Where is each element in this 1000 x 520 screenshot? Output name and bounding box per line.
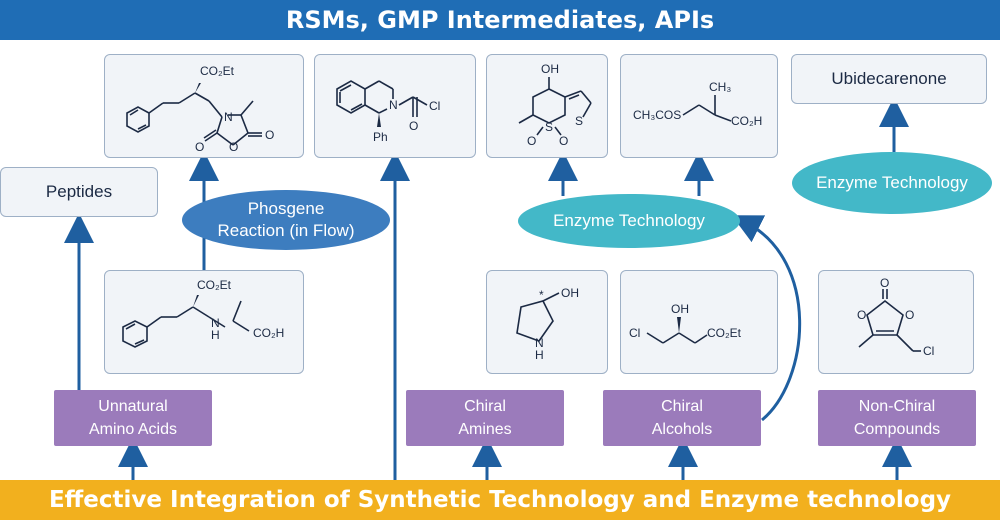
alcohols-line1: Chiral xyxy=(661,398,703,415)
product1-structure-box: CO₂Et N O O O xyxy=(104,54,304,158)
enzyme-technology-ellipse-mid: Enzyme Technology xyxy=(518,194,740,248)
p2-o-label: O xyxy=(409,119,418,133)
p3-s2-label: S xyxy=(575,114,583,128)
p2-n-label: N xyxy=(389,98,398,112)
product4-structure-box: CH₃COS CH₃ CO₂H xyxy=(620,54,778,158)
chlorohydroxybutyrate-structure-box: OH Cl CO₂Et xyxy=(620,270,778,374)
pyr-h-label: H xyxy=(535,348,544,362)
pyr-oh-label: OH xyxy=(561,286,579,300)
p4-co2h-label: CO₂H xyxy=(731,114,762,128)
unnatural-line2: Amino Acids xyxy=(88,421,178,438)
pyr-star-label: * xyxy=(539,288,544,302)
nonchiral-line2: Compounds xyxy=(853,421,941,438)
product3-structure-box: OH S S O O xyxy=(486,54,608,158)
enzyme-technology-ellipse-right: Enzyme Technology xyxy=(792,152,992,214)
top-banner: RSMs, GMP Intermediates, APIs xyxy=(0,0,1000,40)
p2-cl-label: Cl xyxy=(429,99,440,113)
dx-cl-label: Cl xyxy=(923,344,934,358)
phosgene-line1: Phosgene xyxy=(247,199,325,218)
phosgene-line2: Reaction (in Flow) xyxy=(217,221,355,240)
p1-ring-o-label: O xyxy=(229,140,238,154)
p3-oh-label: OH xyxy=(541,62,559,76)
product2-structure-box: N Cl O Ph xyxy=(314,54,476,158)
p4-ch3-label: CH₃ xyxy=(709,80,731,94)
peptides-box: Peptides xyxy=(0,167,158,217)
arrow-alcohols-to-enzyme xyxy=(731,215,802,422)
ubidecarenone-label: Ubidecarenone xyxy=(831,69,947,88)
unnatural-line1: Unnatural xyxy=(98,398,168,415)
p1-carbonyl-o2-label: O xyxy=(265,128,274,142)
enzyme-mid-label: Enzyme Technology xyxy=(553,211,705,230)
dx-o1-label: O xyxy=(857,308,866,322)
alcohols-line2: Alcohols xyxy=(651,421,713,438)
nonchiral-line1: Non-Chiral xyxy=(858,398,936,415)
bottom-banner: Effective Integration of Synthetic Techn… xyxy=(0,480,1000,520)
amines-line2: Amines xyxy=(458,421,512,438)
pyr-n-label: N xyxy=(535,336,544,350)
ubidecarenone-box: Ubidecarenone xyxy=(791,54,987,104)
p2-ph-label: Ph xyxy=(373,130,388,144)
p4-ch3cos-label: CH₃COS xyxy=(633,108,681,122)
alc-oh-label: OH xyxy=(671,302,689,316)
p1-n-label: N xyxy=(224,110,233,124)
dioxolone-structure-box: O O O Cl xyxy=(818,270,974,374)
dp-co2h-label: CO₂H xyxy=(253,326,284,340)
pyrrolidinol-structure-box: OH * N H xyxy=(486,270,608,374)
dp-co2et-label: CO₂Et xyxy=(197,278,232,292)
alc-cl-label: Cl xyxy=(629,326,640,340)
amines-line1: Chiral xyxy=(464,398,506,415)
dx-o2-label: O xyxy=(905,308,914,322)
p3-o1-label: O xyxy=(527,134,536,148)
dp-n-label: N xyxy=(211,316,220,330)
dipeptide-structure-box: CO₂Et N H CO₂H xyxy=(104,270,304,374)
alc-co2et-label: CO₂Et xyxy=(707,326,742,340)
p1-co2et-label: CO₂Et xyxy=(200,64,235,78)
p1-carbonyl-o-label: O xyxy=(195,140,204,154)
peptides-label: Peptides xyxy=(45,182,113,201)
p3-o2-label: O xyxy=(559,134,568,148)
dx-carbonyl-o-label: O xyxy=(880,276,889,290)
dp-h-label: H xyxy=(211,328,220,342)
enzyme-right-label: Enzyme Technology xyxy=(816,173,968,192)
p3-s1-label: S xyxy=(545,120,553,134)
